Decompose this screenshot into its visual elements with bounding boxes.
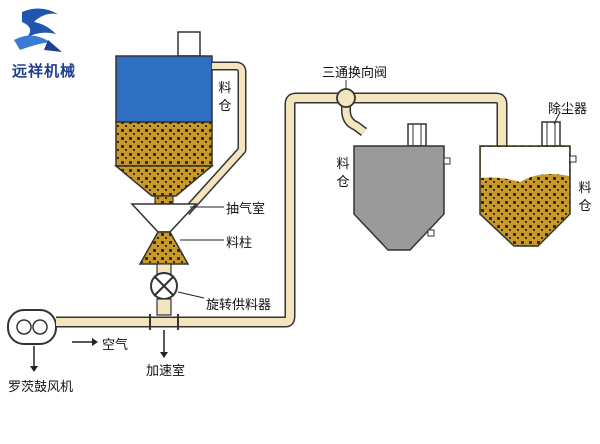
label-receiving-silo-1: 料仓 [336, 157, 350, 190]
label-silo-main: 料仓 [218, 81, 232, 114]
label-accel-chamber: 加速室 [146, 364, 186, 379]
main-silo-material [115, 121, 213, 167]
silo-vent-chimney [177, 31, 201, 57]
silo-neck [154, 195, 174, 205]
label-dust-collector: 除尘器 [548, 102, 588, 117]
accel-arrow [160, 330, 168, 358]
label-material-column: 料柱 [226, 236, 253, 251]
receiving-silo-1-filter [407, 123, 427, 147]
three-way-valve [336, 88, 356, 108]
exhaust-chamber [130, 203, 198, 233]
brand-name: 远祥机械 [12, 62, 77, 80]
blower-arrow [30, 346, 38, 372]
wave-logo [14, 8, 62, 52]
dust-collector-filter [541, 121, 561, 147]
label-exhaust-chamber: 抽气室 [226, 202, 266, 217]
air-arrow [72, 338, 98, 346]
receiving-silo-1 [353, 145, 445, 251]
label-receiving-silo-2: 料仓 [578, 181, 592, 214]
leader-lines [177, 111, 561, 299]
main-silo-cone [113, 165, 215, 197]
roots-blower [7, 309, 57, 345]
material-column [138, 231, 190, 265]
label-air: 空气 [102, 338, 129, 353]
label-roots-blower: 罗茨鼓风机 [8, 380, 74, 395]
main-silo-upper [115, 55, 213, 123]
label-three-way-valve: 三通换向阀 [322, 66, 388, 81]
label-rotary-feeder: 旋转供料器 [206, 298, 272, 313]
